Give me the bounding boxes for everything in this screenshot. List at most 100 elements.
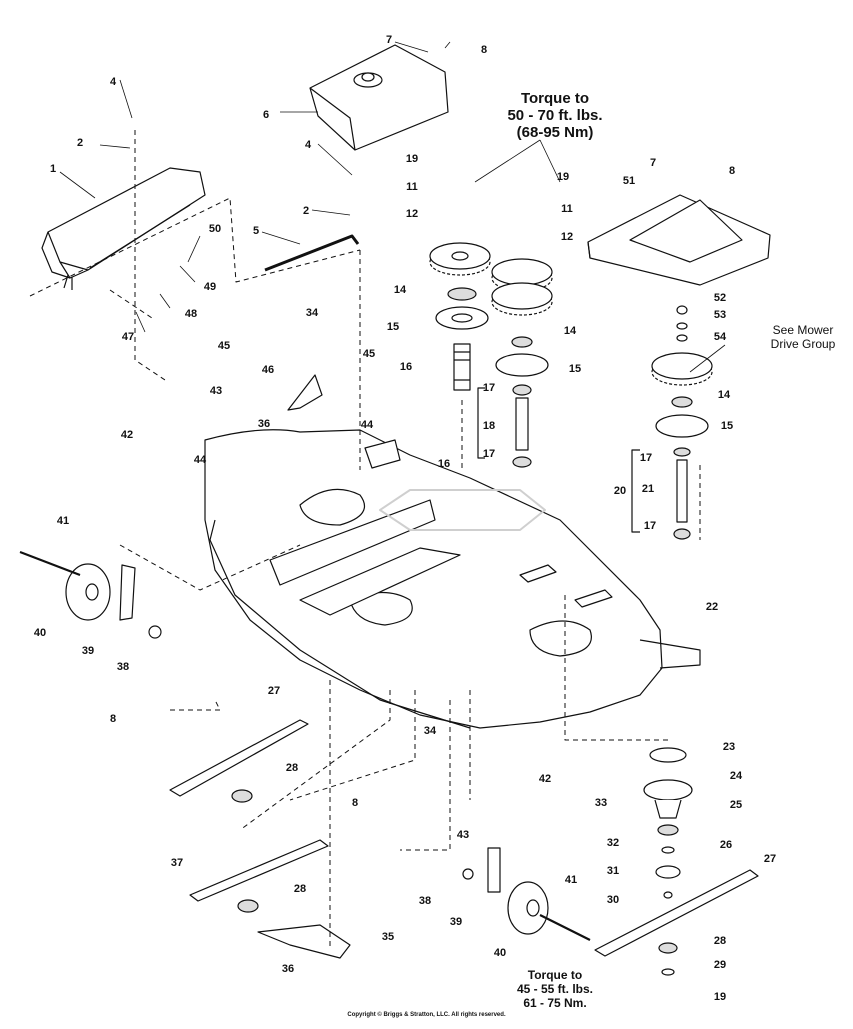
bracket-18: [477, 387, 485, 459]
callout-14: 14: [394, 284, 407, 296]
callout-15c: 15: [721, 420, 733, 432]
callout-7: 7: [386, 34, 392, 46]
assembly-guide-lines: [29, 130, 701, 950]
callout-15b: 15: [569, 363, 581, 375]
callout-32: 32: [607, 837, 619, 849]
torque-bottom-line3: 61 - 75 Nm.: [523, 996, 587, 1010]
callout-2b: 2: [303, 205, 309, 217]
callout-40: 40: [34, 627, 46, 639]
callout-8c: 8: [110, 713, 116, 725]
callout-4b: 4: [305, 139, 312, 151]
callout-19b: 19: [557, 171, 569, 183]
deflector-shield-part: [41, 167, 206, 290]
callout-16: 16: [400, 361, 412, 373]
torque-top-line2: 50 - 70 ft. lbs.: [507, 107, 603, 124]
belt-cover-right-part: [587, 194, 771, 286]
callout-14c: 14: [718, 389, 731, 401]
blade-35: [257, 924, 351, 959]
callout-41: 41: [57, 515, 69, 527]
callout-15: 15: [387, 321, 399, 333]
callout-19: 19: [406, 153, 418, 165]
torque-bottom-line2: 45 - 55 ft. lbs.: [516, 982, 594, 996]
callout-14b: 14: [564, 325, 577, 337]
callout-17c: 17: [640, 452, 652, 464]
callout-20: 20: [614, 485, 626, 497]
callout-37: 37: [171, 857, 183, 869]
callout-50: 50: [209, 223, 221, 235]
callout-16b: 16: [438, 458, 450, 470]
callout-30: 30: [607, 894, 619, 906]
blade-27-left: [169, 719, 309, 803]
callout-40b: 40: [494, 947, 506, 959]
callout-38: 38: [117, 661, 129, 673]
callout-42b: 42: [539, 773, 551, 785]
callout-18: 18: [483, 420, 495, 432]
callout-17b: 17: [483, 448, 495, 460]
callout-8b: 8: [729, 165, 735, 177]
callout-53: 53: [714, 309, 726, 321]
callout-23: 23: [723, 741, 735, 753]
callout-22: 22: [706, 601, 718, 613]
rod-part: [264, 234, 360, 272]
callout-41b: 41: [565, 874, 577, 886]
callout-8: 8: [481, 44, 487, 56]
callout-7b: 7: [650, 157, 656, 169]
callout-34b: 34: [424, 725, 437, 737]
callout-19c: 19: [714, 991, 726, 1003]
callout-48: 48: [185, 308, 197, 320]
torque-bottom-line1: Torque to: [527, 968, 583, 982]
gauge-wheel-left: [19, 550, 162, 639]
callout-2: 2: [77, 137, 83, 149]
callout-11b: 11: [561, 203, 573, 215]
callout-12b: 12: [561, 231, 573, 243]
watermark-logo: [379, 489, 546, 531]
blade-37: [189, 839, 329, 913]
middle-spindle-assembly: [491, 258, 553, 468]
callout-labels: 1 2 2 4 4 5 6 7 7 8 8 8 8 11 11 12 12 14…: [34, 34, 776, 1003]
left-spindle-assembly: [429, 242, 491, 391]
callout-6: 6: [263, 109, 269, 121]
callout-34: 34: [306, 307, 319, 319]
part-46: [287, 374, 323, 411]
callout-51: 51: [623, 175, 635, 187]
callout-42: 42: [121, 429, 133, 441]
callout-21: 21: [642, 483, 654, 495]
callout-44: 44: [194, 454, 207, 466]
callout-43b: 43: [457, 829, 469, 841]
callout-45b: 45: [363, 348, 375, 360]
belt-cover-part: [309, 44, 449, 151]
callout-12: 12: [406, 208, 418, 220]
callout-49: 49: [204, 281, 216, 293]
torque-top-line3: (68-95 Nm): [516, 124, 594, 141]
torque-top-line1: Torque to: [520, 90, 590, 107]
torque-note-top: Torque to 50 - 70 ft. lbs. (68-95 Nm): [485, 90, 625, 141]
callout-25: 25: [730, 799, 742, 811]
callout-4: 4: [110, 76, 117, 88]
gauge-wheel-right: [462, 847, 591, 941]
callout-28c: 28: [714, 935, 726, 947]
callout-17: 17: [483, 382, 495, 394]
see-mower-note: See Mower Drive Group: [755, 323, 851, 351]
callout-39: 39: [82, 645, 94, 657]
callout-24: 24: [730, 770, 743, 782]
copyright-notice: Copyright © Briggs & Stratton, LLC. All …: [347, 1012, 506, 1018]
callout-5: 5: [253, 225, 259, 237]
callout-11: 11: [406, 181, 418, 193]
callout-52: 52: [714, 292, 726, 304]
callout-46: 46: [262, 364, 274, 376]
callout-44b: 44: [361, 419, 374, 431]
callout-33: 33: [595, 797, 607, 809]
callout-36: 36: [258, 418, 270, 430]
leader-lines: [59, 41, 726, 373]
see-mower-line2: Drive Group: [770, 337, 836, 351]
callout-27: 27: [268, 685, 280, 697]
torque-note-bottom: Torque to 45 - 55 ft. lbs. 61 - 75 Nm.: [500, 968, 610, 1010]
see-mower-line1: See Mower: [772, 323, 834, 337]
callout-45: 45: [218, 340, 230, 352]
callout-1: 1: [50, 163, 56, 175]
callout-28b: 28: [294, 883, 306, 895]
callout-43: 43: [210, 385, 222, 397]
callout-36b: 36: [282, 963, 294, 975]
mower-deck-part: [204, 429, 701, 729]
